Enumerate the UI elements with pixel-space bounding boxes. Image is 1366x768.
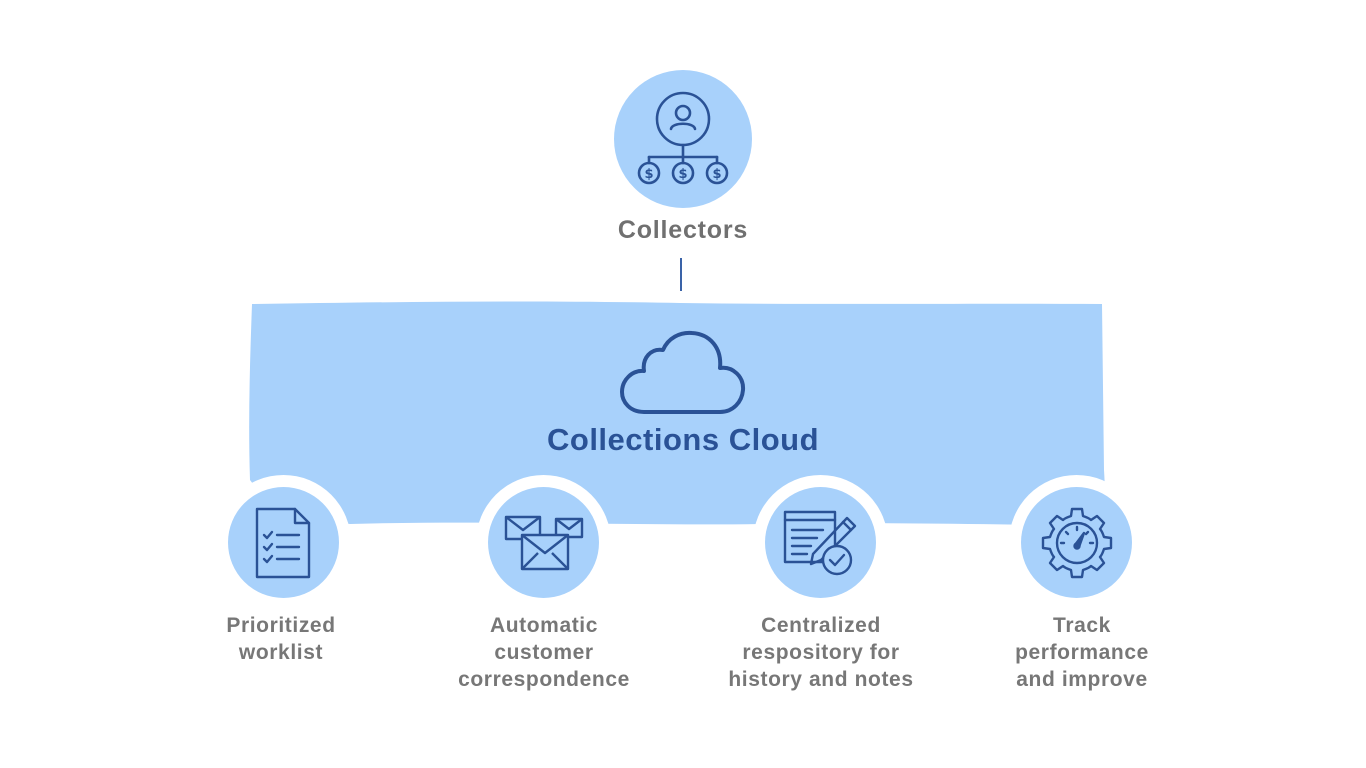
feature-node-correspondence	[488, 487, 599, 598]
feature-label-worklist: Prioritized worklist	[226, 614, 336, 664]
notes-pencil-icon	[783, 510, 856, 575]
svg-text:$: $	[712, 167, 721, 182]
feature-label-repository: Centralized respository for history and …	[728, 614, 914, 691]
collectors-hierarchy-icon: $ $ $	[637, 91, 729, 185]
envelopes-icon	[504, 515, 583, 570]
feature-label-performance: Track performance and improve	[1015, 614, 1149, 691]
svg-text:$: $	[678, 167, 687, 182]
feature-label-correspondence: Automatic customer correspondence	[458, 614, 630, 691]
collectors-label: Collectors	[617, 216, 749, 244]
checklist-document-icon	[255, 507, 310, 578]
connector-line	[680, 258, 682, 291]
cloud-icon	[620, 330, 746, 414]
hub-title: Collections Cloud	[547, 422, 819, 457]
feature-node-repository	[765, 487, 876, 598]
feature-node-performance	[1021, 487, 1132, 598]
gauge-gear-icon	[1041, 507, 1112, 578]
svg-text:$: $	[644, 167, 653, 182]
feature-node-worklist	[228, 487, 339, 598]
collectors-node: $ $ $	[614, 70, 752, 208]
